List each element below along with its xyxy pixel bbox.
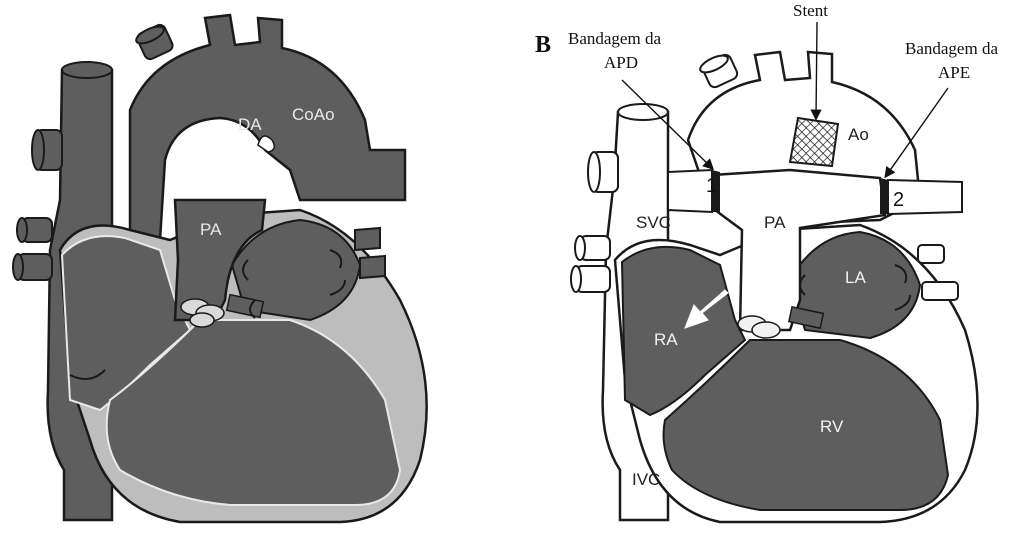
- panel-a-heart-diagram: DA CoAo PA: [13, 15, 427, 522]
- panel-a-head-vessels: [134, 23, 175, 61]
- panel-a-label-da: DA: [238, 115, 262, 134]
- panel-b-label-ivc: IVC: [632, 470, 660, 489]
- panel-b-label-rv: RV: [820, 417, 844, 436]
- panel-b-annotation-band-right-1: Bandagem da: [568, 29, 661, 48]
- panel-b-letter: B: [535, 32, 551, 58]
- panel-b-annotation-stent: Stent: [793, 1, 828, 20]
- panel-b-heart-diagram: B Bandagem da APD Stent Bandagem da APE …: [535, 1, 998, 522]
- panel-b-stent: [790, 118, 838, 166]
- panel-a-svc-opening: [62, 62, 112, 78]
- panel-b-label-svc: SVC: [636, 213, 671, 232]
- panel-b-annotation-band-right-2: APD: [604, 53, 638, 72]
- panel-b-band-left: [880, 178, 888, 214]
- panel-b-label-la: LA: [845, 268, 866, 287]
- panel-b-label-pa: PA: [764, 213, 786, 232]
- panel-a-label-pa: PA: [200, 220, 222, 239]
- panel-b-leader-stent: [816, 22, 817, 118]
- panel-b-head-vessels: [698, 52, 739, 89]
- panel-b-marker-2: 2: [893, 189, 904, 211]
- panel-b-marker-1: 1: [706, 175, 717, 197]
- panel-b-annotation-band-left-2: APE: [938, 63, 970, 82]
- panel-b-annotation-band-left-1: Bandagem da: [905, 39, 998, 58]
- panel-a-label-coao: CoAo: [292, 105, 335, 124]
- panel-b-label-ao: Ao: [848, 125, 869, 144]
- panel-b-label-ra: RA: [654, 330, 678, 349]
